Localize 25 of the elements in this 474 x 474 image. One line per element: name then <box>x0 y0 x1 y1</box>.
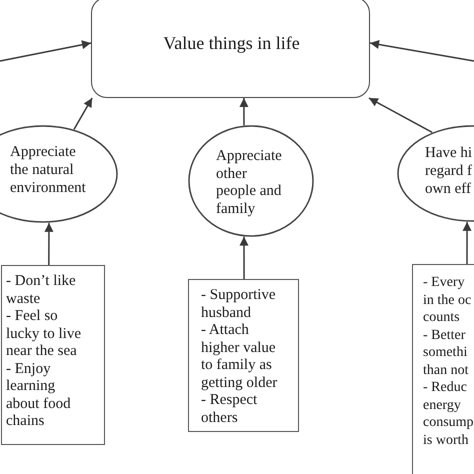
bullet-text: - Better somethi than not <box>423 326 470 379</box>
node-text: Have hi regard f own eff <box>425 144 474 198</box>
bullet-text: - Enjoy learning about food chains <box>6 360 72 430</box>
node-text: Appreciate other people and family <box>216 148 283 218</box>
text-box <box>188 279 299 432</box>
bullet-text: - Feel so lucky to live near the sea <box>6 308 82 360</box>
arrow <box>0 40 92 62</box>
bullet-text: - Respect others <box>201 392 258 427</box>
bullet-text: - Supportive husband <box>201 287 277 322</box>
oval-node <box>188 125 314 237</box>
arrow <box>370 40 474 62</box>
bullet-text: - Every in the oc counts <box>423 274 472 326</box>
bullet-text: - Reduc energy consump is worth <box>423 379 474 449</box>
arrow <box>73 98 93 130</box>
arrow <box>239 98 248 126</box>
text-box <box>1 265 105 445</box>
bullet-text: - Attach higher value to family as getting older <box>201 322 278 392</box>
node-text: Value things in life <box>162 32 301 54</box>
rounded-box <box>91 0 370 98</box>
arrow <box>462 222 472 264</box>
arrow <box>240 236 248 279</box>
node-text: Appreciate the natural environment <box>10 143 87 197</box>
arrow <box>368 97 433 134</box>
bullet-text: - Don’t like waste <box>6 273 77 308</box>
arrow <box>44 222 54 265</box>
